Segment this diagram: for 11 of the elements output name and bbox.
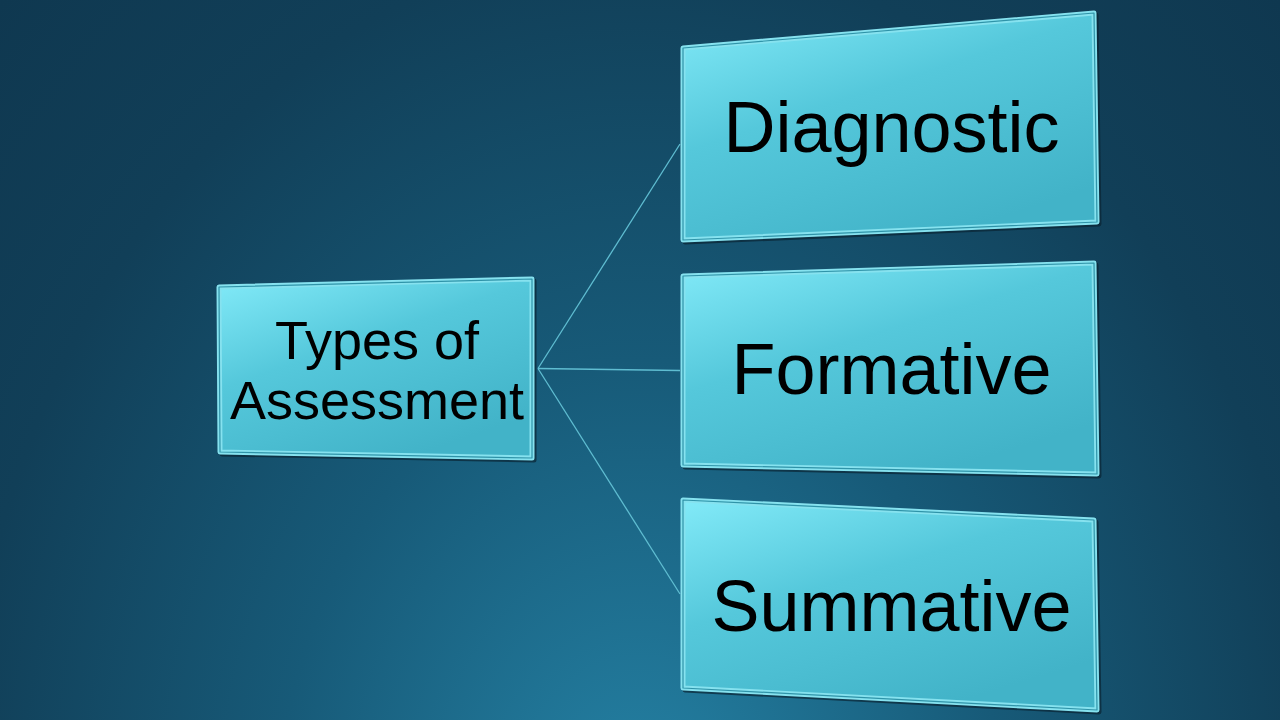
rounded-box <box>216 276 538 464</box>
rounded-box <box>680 10 1103 246</box>
box-label: Types of Assessment <box>228 309 526 431</box>
rounded-box <box>680 260 1103 480</box>
connector-line <box>537 367 681 595</box>
connector-line <box>537 367 681 372</box>
box-label: Diagnostic <box>723 88 1060 168</box>
box-label: Summative <box>711 566 1072 647</box>
rounded-box <box>680 497 1103 716</box>
connector-line <box>537 143 681 370</box>
box-label: Formative <box>731 330 1052 410</box>
